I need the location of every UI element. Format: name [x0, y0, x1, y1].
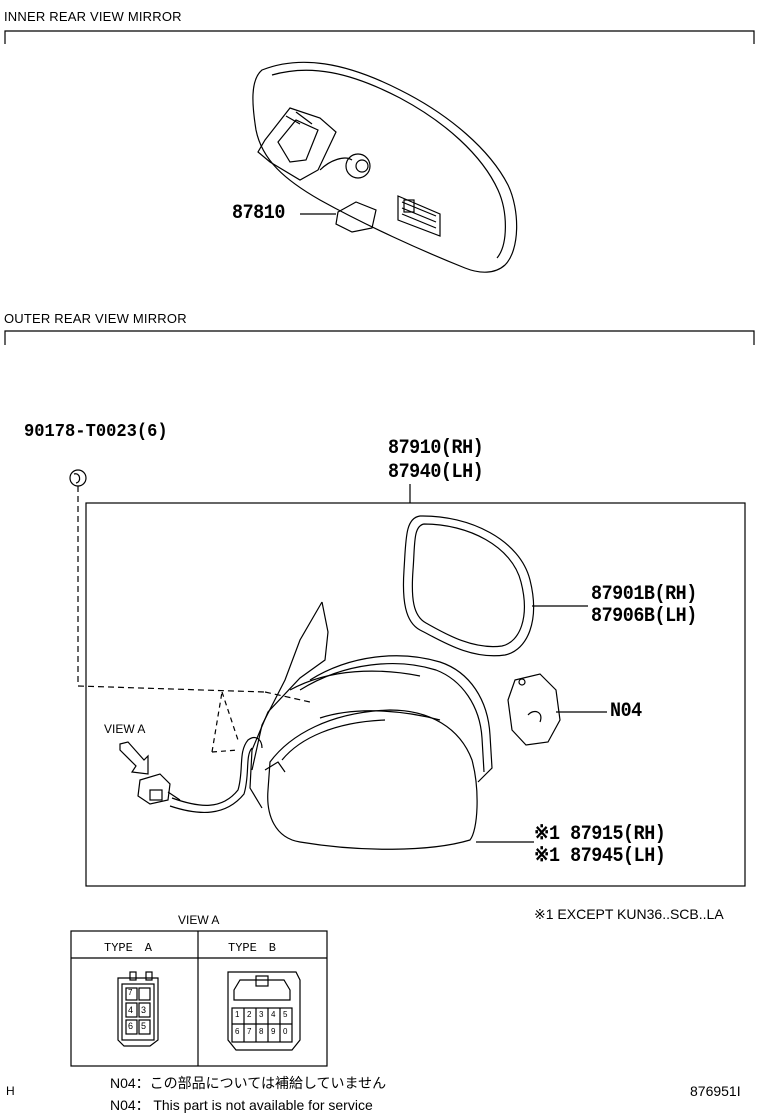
part-label-n04: N04	[610, 700, 642, 723]
type-a-pin: 3	[141, 1005, 147, 1015]
note-n04-english: N04： This part is not available for serv…	[110, 1097, 373, 1113]
footnote-except: ※1 EXCEPT KUN36..SCB..LA	[534, 906, 724, 922]
corner-marker: H	[6, 1084, 15, 1098]
outer-mirror-box	[85, 502, 746, 887]
type-b-connector	[227, 971, 301, 1051]
view-a-callout: VIEW A	[104, 722, 146, 736]
inner-section-bracket	[4, 30, 755, 44]
inner-section-title: INNER REAR VIEW MIRROR	[4, 9, 182, 24]
type-b-pin: 3	[259, 1010, 264, 1019]
type-b-pin: 4	[271, 1010, 276, 1019]
outer-section-title: OUTER REAR VIEW MIRROR	[4, 311, 187, 326]
type-b-pin: 6	[235, 1027, 240, 1036]
diagram-id: 876951I	[690, 1083, 741, 1099]
view-a-arrow	[119, 741, 149, 775]
type-a-pin: 5	[141, 1021, 147, 1031]
mirror-body-drawing	[249, 601, 534, 850]
outer-section-bracket	[4, 330, 755, 345]
type-a-pin: 7	[128, 988, 133, 997]
part-label-cover-lh: ※1 87945(LH)	[534, 845, 666, 868]
type-b-pin: 2	[247, 1010, 252, 1019]
type-a-pin: 4	[128, 1005, 134, 1015]
type-a-header: TYPE A	[104, 941, 153, 955]
type-b-pin: 1	[235, 1010, 240, 1019]
type-b-pin: 5	[283, 1010, 288, 1019]
part-label-outer-lh: 87940(LH)	[388, 461, 484, 484]
part-label-screw: 90178-T0023(6)	[24, 422, 168, 442]
type-b-pin: 7	[247, 1027, 252, 1036]
type-b-pin: 9	[271, 1027, 276, 1036]
part-label-glass-rh: 87901B(RH)	[591, 583, 697, 606]
type-a-connector	[117, 971, 159, 1047]
type-b-pin: 0	[283, 1027, 288, 1036]
type-a-pin: 6	[128, 1021, 134, 1031]
type-b-header: TYPE B	[228, 941, 277, 955]
view-a-table-title: VIEW A	[178, 913, 220, 927]
note-n04-japanese: N04：この部品については補給していません	[110, 1075, 387, 1091]
part-label-87810: 87810	[232, 202, 285, 225]
screw-drawing	[69, 469, 311, 703]
type-b-pin: 8	[259, 1027, 264, 1036]
mirror-glass-drawing	[402, 515, 588, 657]
part-label-outer-rh: 87910(RH)	[388, 437, 484, 460]
inner-mirror-drawing	[252, 61, 518, 273]
view-a-table-lines	[70, 930, 328, 1067]
n04-actuator-drawing	[507, 673, 607, 746]
part-label-glass-lh: 87906B(LH)	[591, 605, 697, 628]
part-label-cover-rh: ※1 87915(RH)	[534, 823, 666, 846]
hinge-lines	[211, 691, 239, 753]
harness-drawing	[137, 736, 263, 814]
